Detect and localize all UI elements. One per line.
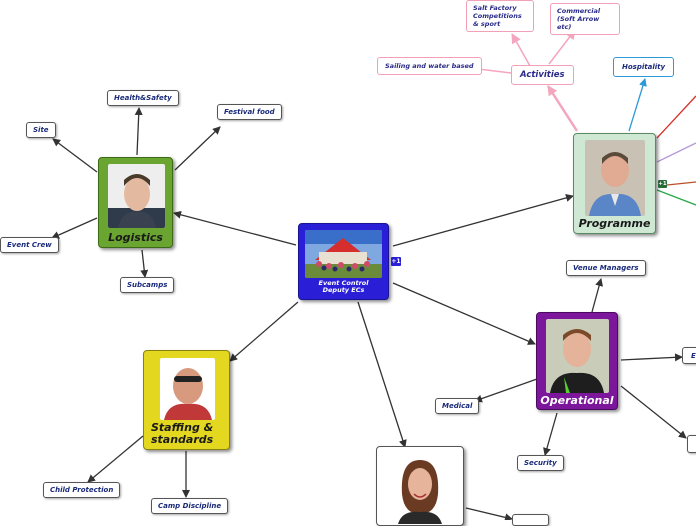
leaf-salt-factory[interactable]: Salt Factory Competitions & sport — [466, 0, 534, 32]
logistics-photo — [108, 164, 165, 228]
center-label: Event Control Deputy ECs — [318, 279, 369, 294]
leaf-festival-food[interactable]: Festival food — [217, 104, 282, 120]
leaf-hospitality[interactable]: Hospitality — [613, 57, 675, 77]
logistics-label: Logistics — [108, 231, 163, 244]
leaf-subcamps[interactable]: Subcamps — [120, 277, 175, 293]
operational-node[interactable]: Operational — [536, 312, 618, 410]
leaf-commercial[interactable]: Commercial (Soft Arrow etc) — [550, 3, 620, 35]
leaf-event-crew[interactable]: Event Crew — [0, 237, 59, 253]
programme-collapse-badge[interactable]: +1 — [658, 180, 667, 188]
bottom-node[interactable] — [376, 446, 464, 526]
leaf-cut-off-right[interactable]: E — [682, 347, 696, 364]
staffing-photo — [160, 358, 215, 420]
leaf-site[interactable]: Site — [26, 122, 56, 138]
operational-label: Operational — [540, 394, 614, 407]
leaf-security[interactable]: Security — [517, 455, 564, 471]
leaf-camp-discipline[interactable]: Camp Discipline — [151, 498, 229, 514]
center-collapse-badge[interactable]: +1 — [391, 257, 401, 266]
leaf-sailing[interactable]: Sailing and water based — [377, 57, 482, 75]
leaf-cut-off-right-2[interactable] — [687, 435, 696, 453]
leaf-child-protection[interactable]: Child Protection — [43, 482, 121, 498]
programme-node[interactable]: Programme — [573, 133, 656, 234]
programme-label: Programme — [578, 217, 651, 230]
staffing-node[interactable]: Staffing & standards — [143, 350, 230, 450]
leaf-medical[interactable]: Medical — [435, 398, 480, 414]
programme-photo — [585, 140, 645, 216]
leaf-health-safety[interactable]: Health&Safety — [107, 90, 179, 106]
leaf-cut-off-glyph: E — [691, 352, 696, 360]
leaf-activities[interactable]: Activities — [511, 65, 574, 85]
bottom-photo — [390, 454, 450, 524]
leaf-cut-off-bottom[interactable] — [512, 514, 549, 526]
operational-photo — [546, 319, 609, 393]
staffing-label-line1: Staffing & — [151, 421, 214, 434]
center-node[interactable]: Event Control Deputy ECs — [298, 223, 389, 300]
center-photo — [305, 230, 382, 278]
leaf-venue-managers[interactable]: Venue Managers — [566, 260, 646, 276]
staffing-label-line2: standards — [151, 433, 214, 446]
logistics-node[interactable]: Logistics — [98, 157, 173, 248]
